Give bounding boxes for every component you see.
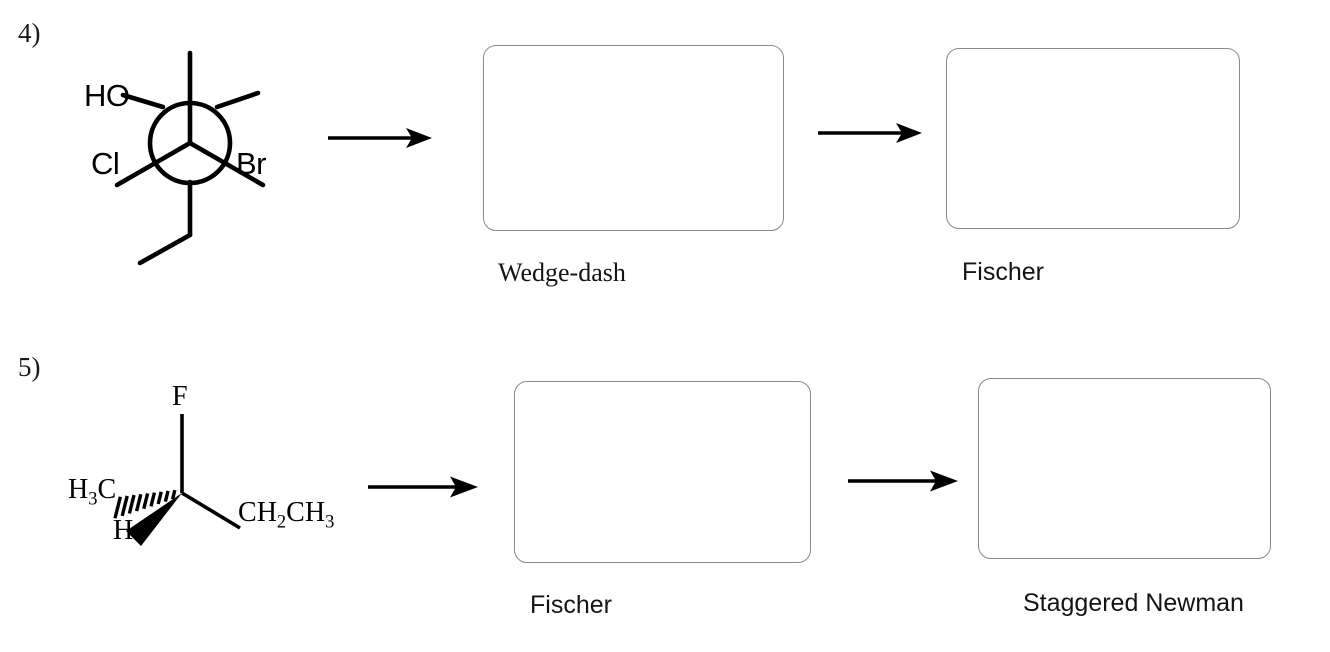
arrow-fischer-to-staggered-newman [848,467,960,495]
atom-label-methyl: H3C [68,476,116,508]
ethyl-h1: H [256,497,277,528]
ethyl-subscript-2: 2 [276,511,287,532]
ethyl-subscript-3: 3 [325,511,335,532]
answer-slot-fischer-5: Fischer [514,381,824,631]
atom-label-cl: Cl [91,146,120,181]
answer-box-wedge-dash[interactable] [483,45,784,231]
answer-slot-staggered-newman: Staggered Newman [978,378,1308,628]
answer-label-fischer-4: Fischer [962,258,1044,286]
answer-slot-fischer-4: Fischer [946,48,1256,298]
newman-projection-structure [70,35,320,266]
hashed-wedge-to-methyl [113,489,177,519]
problem-5: 5) [0,326,1330,652]
arrow-newman-to-wedgedash [328,124,434,152]
answer-label-wedge-dash: Wedge-dash [498,258,626,287]
answer-slot-wedge-dash: Wedge-dash [483,45,793,295]
answer-label-fischer-5: Fischer [530,591,612,619]
answer-box-fischer-4[interactable] [946,48,1240,229]
arrow-wedgedash-to-fischer-5 [368,473,480,501]
atom-label-fluorine: F [172,381,188,412]
bond-ethyl-chain [137,232,193,266]
wedge-dash-structure [100,371,360,561]
answer-box-fischer-5[interactable] [514,381,811,563]
atom-label-br: Br [236,146,267,181]
methyl-c: C [97,474,117,505]
atom-label-ethyl: CH2CH3 [238,499,334,531]
answer-label-staggered-newman: Staggered Newman [1023,589,1244,617]
methyl-subscript: 3 [88,488,98,509]
arrow-wedgedash-to-fischer [818,119,924,147]
atom-label-ho: HO [84,78,130,113]
problem-5-number: 5) [18,352,41,382]
ethyl-c2: C [286,497,305,528]
ethyl-h2: H [304,497,326,528]
atom-label-hydrogen: H [113,515,134,546]
answer-box-staggered-newman[interactable] [978,378,1271,559]
bond-back-upper-right [214,90,261,110]
bond-to-ethyl [181,491,241,530]
problem-4-number: 4) [18,18,41,48]
bond-back-upper-left [120,92,166,110]
solid-wedge-to-hydrogen [126,493,182,546]
problem-4: 4) HO Cl [18,18,1256,298]
methyl-h: H [68,474,89,505]
ethyl-c1: C [238,497,257,528]
newman-circle [147,100,233,186]
